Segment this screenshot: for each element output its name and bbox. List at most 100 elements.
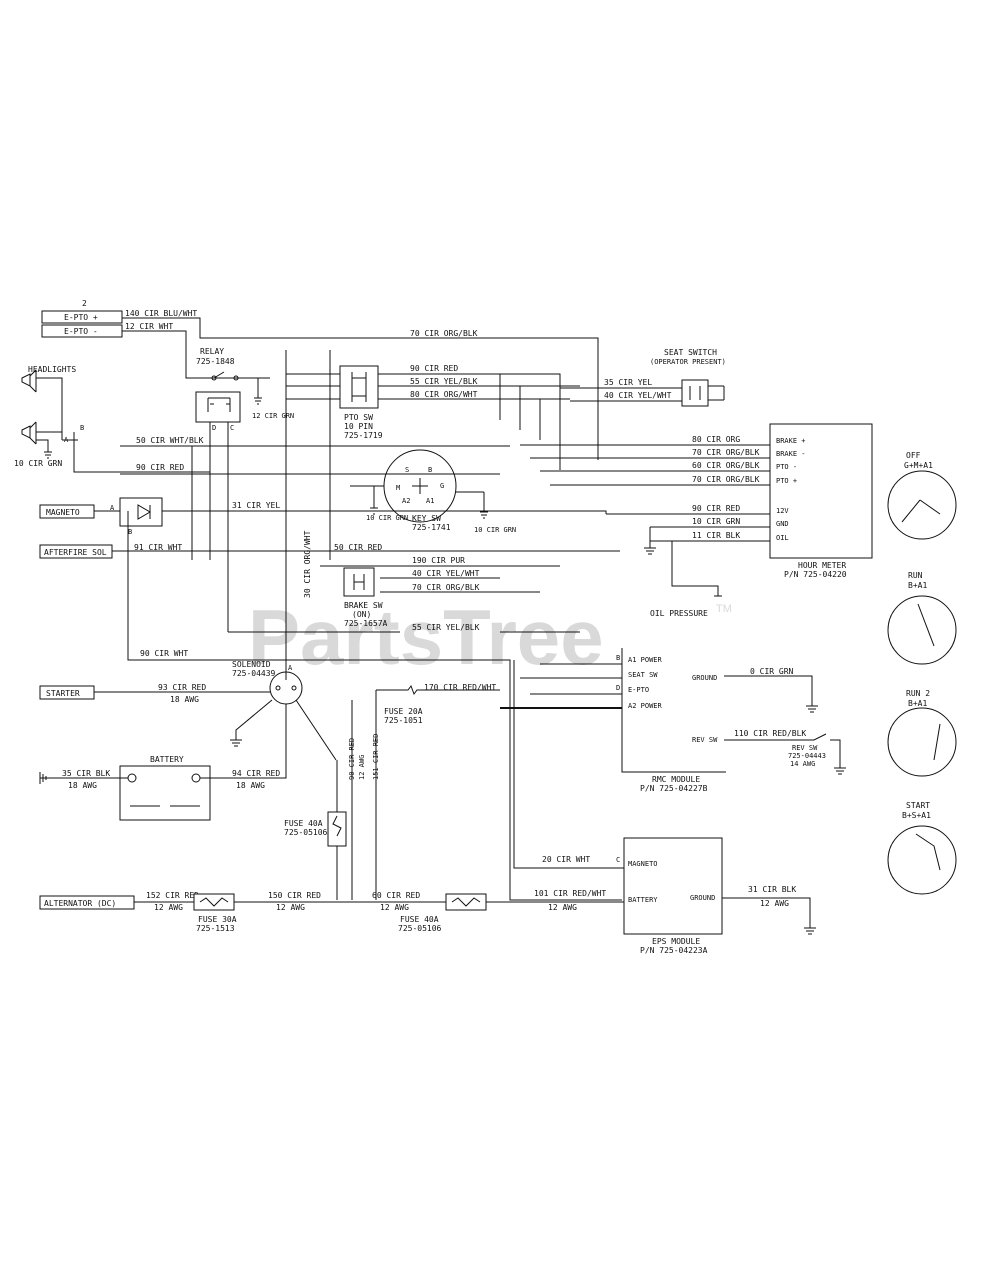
pto-switch-label: PTO SW [344, 413, 373, 422]
wire-140 [122, 317, 599, 460]
hm-wire-label: 70 CIR ORG/BLK [692, 448, 760, 457]
hour-meter-pin: 12V [776, 507, 789, 515]
rev-switch-icon [724, 733, 846, 775]
relay-leads [209, 422, 229, 632]
rmc-rev-sw-pin: REV SW [692, 736, 718, 744]
key-switch-terminal: A1 [426, 497, 434, 505]
key-switch-ground-icon-2 [480, 492, 488, 519]
hm-wire-label: 70 CIR ORG/BLK [692, 475, 760, 484]
rmc-input-wires [520, 663, 622, 695]
wire-90-wht [127, 511, 622, 901]
key-position-run2: RUN 2 B+A1 [887, 689, 957, 777]
fuse-30a-icon [199, 897, 229, 907]
top-wire-drops [499, 374, 541, 440]
hour-meter-pin: OIL [776, 534, 789, 542]
hour-meter-pin: GND [776, 520, 789, 528]
key-position-jumpers [915, 833, 941, 871]
hour-meter-pins: BRAKE + BRAKE - PTO - PTO + 12V GND OIL [776, 437, 806, 542]
relay-ground-icon [254, 397, 262, 405]
key-position-jumpers [933, 723, 941, 761]
headlight-upper-icon [21, 369, 37, 393]
rmc-ground-pin: GROUND [692, 674, 717, 682]
awg-152: 12 AWG [154, 903, 183, 912]
hour-meter-ground-icon [644, 527, 656, 555]
key-switch-terminal: B [428, 466, 432, 474]
eps-wire-20-wht: 20 CIR WHT [542, 855, 590, 864]
key-position-title: OFF [906, 451, 921, 460]
eps-pin: GROUND [690, 894, 715, 902]
key-switch-wire-2: 10 CIR GRN [474, 526, 516, 534]
fuse-40a-bottom-icon [451, 897, 481, 907]
wire-label-80-org-wht: 80 CIR ORG/WHT [410, 390, 478, 399]
relay-pin-d: D [212, 424, 216, 432]
battery-pos-wire [200, 704, 287, 779]
fuse-40a-vertical-icon [332, 815, 342, 837]
eps-pn: P/N 725-04223A [640, 946, 708, 955]
wire-label-140-blu-wht: 140 CIR BLU/WHT [125, 309, 197, 318]
fuse-40a-bottom-pn: 725-05106 [398, 924, 442, 933]
watermark: PartsTree [248, 593, 604, 681]
fuse-40a-wire-2: 151 CIR RED [372, 734, 380, 780]
fuse-20a-pn: 725-1051 [384, 716, 423, 725]
key-position-dial [887, 470, 957, 540]
key-position-dial [887, 825, 957, 895]
epto-plus-terminal [41, 310, 123, 324]
rmc-ground-wire: 0 CIR GRN [750, 667, 794, 676]
seat-switch-body [681, 379, 709, 407]
magneto-label: MAGNETO [46, 508, 80, 517]
eps-awg-31: 12 AWG [760, 899, 789, 908]
hm-wire-label: 10 CIR GRN [692, 517, 740, 526]
wire-label-152: 152 CIR RED [146, 891, 199, 900]
wire-label-70-org-blk-mid: 70 CIR ORG/BLK [412, 583, 480, 592]
awg-150: 12 AWG [276, 903, 305, 912]
seat-switch-contacts [689, 385, 725, 401]
eps-ground-icon [722, 897, 816, 935]
key-position-dial [887, 595, 957, 665]
mid-wires [320, 565, 560, 593]
key-position-dial [887, 707, 957, 777]
hour-meter-wire-labels: 80 CIR ORG 70 CIR ORG/BLK 60 CIR ORG/BLK… [692, 435, 760, 540]
key-position-title: RUN [908, 571, 923, 580]
rev-switch-awg: 14 AWG [790, 760, 815, 768]
epto-minus-label: E-PTO - [64, 327, 98, 336]
brake-switch-label: BRAKE SW [344, 601, 383, 610]
solenoid-label: SOLENOID [232, 660, 271, 669]
eps-awg-101: 12 AWG [548, 903, 577, 912]
headlights-pin-a: A [64, 436, 69, 444]
wire-label-90-wht: 90 CIR WHT [140, 649, 188, 658]
alternator-label: ALTERNATOR (DC) [44, 899, 116, 908]
wire-label-40-yel-wht: 40 CIR YEL/WHT [604, 391, 672, 400]
relay-ground-wire: 12 CIR GRN [252, 412, 294, 420]
hour-meter-pin: PTO + [776, 477, 797, 485]
rmc-title: RMC MODULE [652, 775, 700, 784]
wire-label-190-pur: 190 CIR PUR [412, 556, 465, 565]
oil-pressure-switch [671, 541, 722, 597]
battery-ground-icon [39, 772, 128, 784]
rmc-pin: A2 POWER [628, 702, 663, 710]
hour-meter-pn: P/N 725-04220 [784, 570, 847, 579]
eps-module-body [623, 837, 723, 935]
hour-meter-pin: BRAKE + [776, 437, 806, 445]
wire-31-yel [160, 510, 607, 514]
starter-wire: 93 CIR RED [158, 683, 206, 692]
rmc-pin: E-PTO [628, 686, 649, 694]
solenoid-terminal [291, 685, 297, 691]
hm-wire-label: 90 CIR RED [692, 504, 740, 513]
key-position-sub: B+S+A1 [902, 811, 931, 820]
watermark-tm: TM [716, 603, 732, 615]
key-position-jumpers [917, 603, 935, 647]
wire-label-90-red: 90 CIR RED [410, 364, 458, 373]
pto-switch-body [339, 365, 379, 409]
magneto-pin: A [110, 504, 115, 512]
oil-pressure-label: OIL PRESSURE [650, 609, 708, 618]
rmc-pins: A1 POWER SEAT SW E-PTO A2 POWER [628, 656, 663, 710]
wire-label-91-wht: 91 CIR WHT [134, 543, 182, 552]
wire-label-55-yel-blk-mid: 55 CIR YEL/BLK [412, 623, 480, 632]
rmc-module-body [621, 648, 726, 773]
wire-label-50-wht-blk: 50 CIR WHT/BLK [136, 436, 204, 445]
brake-switch-contacts [353, 574, 365, 590]
rmc-pin-letter-d: D [616, 684, 620, 692]
diode-icon [137, 504, 151, 520]
key-position-title: RUN 2 [906, 689, 930, 698]
